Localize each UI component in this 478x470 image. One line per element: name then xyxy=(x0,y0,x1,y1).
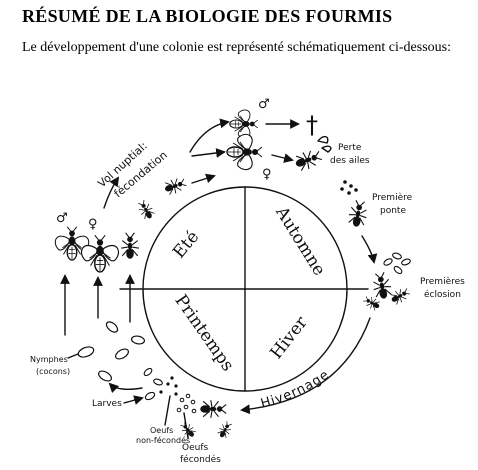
pointer-oeufs-fec xyxy=(183,412,189,439)
arrow-to-top-male xyxy=(189,118,230,153)
label-nymphes-1: Nymphes xyxy=(30,355,68,364)
first-eggs-icon xyxy=(340,180,358,195)
pointer-larves xyxy=(123,395,144,405)
arrow-to-first-workers xyxy=(361,235,378,264)
label-premieres-eclosion-1: Premières xyxy=(420,276,465,287)
label-premieres-eclosion-2: éclosion xyxy=(424,289,461,300)
female-symbol-left: ♀ xyxy=(88,217,98,232)
season-label-ete: Eté xyxy=(169,227,203,262)
label-premiere-ponte-1: Première xyxy=(372,192,413,203)
season-label-hiver: Hiver xyxy=(266,312,312,363)
label-perte-2: des ailes xyxy=(330,156,370,166)
queen-with-eggs-icon xyxy=(346,198,370,229)
winged-male-ant-top-icon xyxy=(229,109,259,139)
cocoons-icon xyxy=(77,321,146,382)
label-nymphes-2: (cocons) xyxy=(36,367,70,376)
wingless-queen-icon xyxy=(292,146,324,174)
arrow-to-wingless-queen xyxy=(271,153,294,163)
arrow-hivernage xyxy=(240,317,371,415)
small-ants-near-circle-icon xyxy=(135,175,189,222)
page-title: RÉSUMÉ DE LA BIOLOGIE DES FOURMIS xyxy=(22,6,393,26)
label-oeufs-fec-1: Oeufs xyxy=(182,443,208,453)
scattered-eggs-icon xyxy=(159,376,178,396)
season-label-automne: Automne xyxy=(271,202,330,279)
arrow-larvae-to-cocoons xyxy=(108,382,143,394)
arrow-to-queen-flight xyxy=(191,173,216,184)
season-label-printemps: Printemps xyxy=(171,291,238,375)
worker-ant-left-icon xyxy=(120,232,140,260)
label-oeufs-fec-2: fécondés xyxy=(180,454,221,465)
arrow-vol-to-queen xyxy=(191,148,226,158)
label-premiere-ponte-2: ponte xyxy=(380,206,406,216)
larvae-cluster-right-icon xyxy=(383,252,411,275)
male-symbol-left: ♂ xyxy=(56,211,68,226)
pointer-nymphes xyxy=(67,353,79,359)
label-perte-1: Perte xyxy=(338,143,362,153)
page-subtitle: Le développement d'une colonie est repré… xyxy=(22,40,451,55)
male-symbol-top: ♂ xyxy=(258,97,270,112)
death-cross-icon: † xyxy=(306,111,318,139)
arrow-flight xyxy=(103,176,120,209)
winged-queen-ant-icon xyxy=(226,133,263,171)
shed-wings-icon xyxy=(317,136,332,153)
label-oeufs-non-1: Oeufs xyxy=(150,426,173,435)
label-oeufs-non-2: non-fécondés xyxy=(136,435,190,445)
label-larves: Larves xyxy=(92,399,122,409)
eggs-cluster-bottom-icon xyxy=(176,393,197,414)
first-workers-icon xyxy=(361,270,412,313)
label-hivernage: Hivernage xyxy=(259,367,333,412)
pointer-oeufs-non xyxy=(164,395,171,426)
larvae-bottom-icon xyxy=(143,367,163,401)
female-symbol-queen: ♀ xyxy=(262,167,272,182)
